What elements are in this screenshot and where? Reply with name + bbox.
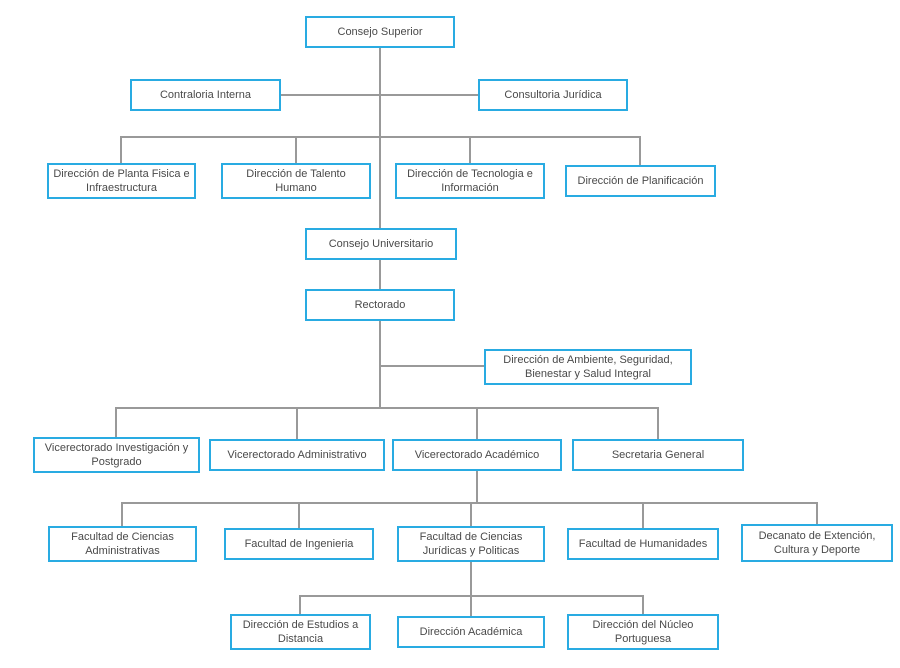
org-node-decanato-extencion: Decanato de Extención, Cultura y Deporte xyxy=(741,524,893,562)
connector-drop-vic-administrativo xyxy=(296,407,298,439)
connector-main-top xyxy=(379,48,381,229)
connector-drop-planificacion xyxy=(639,136,641,165)
connector-drop-talento xyxy=(295,136,297,163)
connector-drop-planta xyxy=(120,136,122,163)
org-node-facultad-humanidades: Facultad de Humanidades xyxy=(567,528,719,560)
org-node-planta-fisica: Dirección de Planta Fisica e Infraestruc… xyxy=(47,163,196,199)
connector-drop-dir-estudios xyxy=(299,595,301,614)
org-node-rectorado: Rectorado xyxy=(305,289,455,321)
connector-academico-down xyxy=(476,471,478,504)
org-node-planificacion: Dirección de Planificación xyxy=(565,165,716,197)
org-node-talento-humano: Dirección de Talento Humano xyxy=(221,163,371,199)
connector-drop-dir-academica xyxy=(470,595,472,616)
org-node-direccion-nucleo-portuguesa: Dirección del Núcleo Portuguesa xyxy=(567,614,719,650)
org-node-consultoria-juridica: Consultoria Jurídica xyxy=(478,79,628,111)
org-node-vicerectorado-investigacion: Vicerectorado Investigación y Postgrado xyxy=(33,437,200,473)
connector-drop-fac-administrativas xyxy=(121,502,123,526)
org-node-facultad-juridicas: Facultad de Ciencias Jurídicas y Politic… xyxy=(397,526,545,562)
org-node-facultad-administrativas: Facultad de Ciencias Administrativas xyxy=(48,526,197,562)
connector-drop-fac-humanidades xyxy=(642,502,644,528)
org-node-contraloria-interna: Contraloria Interna xyxy=(130,79,281,111)
connector-level3-spine xyxy=(120,136,641,138)
org-node-consejo-superior: Consejo Superior xyxy=(305,16,455,48)
connector-juridicas-down xyxy=(470,562,472,597)
org-node-vicerectorado-academico: Vicerectorado Académico xyxy=(392,439,562,471)
connector-level2-horizontal xyxy=(281,94,478,96)
org-node-direccion-academica: Dirección Académica xyxy=(397,616,545,648)
connector-universitario-rectorado xyxy=(379,260,381,289)
connector-ambiente-stub xyxy=(379,365,484,367)
connector-drop-tecnologia xyxy=(469,136,471,163)
org-node-ambiente-seguridad: Dirección de Ambiente, Seguridad, Bienes… xyxy=(484,349,692,385)
connector-drop-fac-ingenieria xyxy=(298,502,300,528)
connector-drop-decanato xyxy=(816,502,818,524)
org-node-consejo-universitario: Consejo Universitario xyxy=(305,228,457,260)
connector-vicerectorado-spine xyxy=(115,407,659,409)
connector-drop-fac-juridicas xyxy=(470,502,472,526)
connector-drop-secretaria xyxy=(657,407,659,439)
connector-drop-vic-academico xyxy=(476,407,478,439)
org-node-direccion-estudios-distancia: Dirección de Estudios a Distancia xyxy=(230,614,371,650)
connector-drop-vic-investigacion xyxy=(115,407,117,437)
org-node-tecnologia-informacion: Dirección de Tecnologia e Información xyxy=(395,163,545,199)
org-node-vicerectorado-administrativo: Vicerectorado Administrativo xyxy=(209,439,385,471)
connector-drop-dir-nucleo xyxy=(642,595,644,614)
org-node-secretaria-general: Secretaria General xyxy=(572,439,744,471)
org-node-facultad-ingenieria: Facultad de Ingenieria xyxy=(224,528,374,560)
connector-facultades-spine xyxy=(121,502,818,504)
